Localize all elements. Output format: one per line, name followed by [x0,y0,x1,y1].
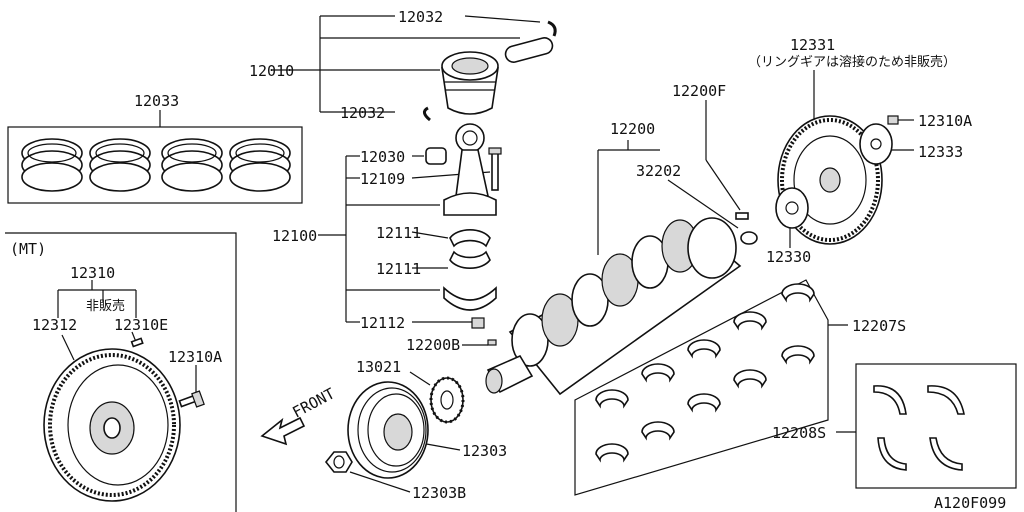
label-12032-bottom: 12032 [340,104,385,122]
label-12331-note: （リングギアは溶接のため非販売） [748,54,956,70]
label-12200B: 12200B [406,336,460,354]
label-not-for-sale: 非販売 [86,298,125,314]
conrod-bearing-12111-lower[interactable] [449,250,491,269]
label-12312: 12312 [32,316,77,334]
crank-sprocket-13021[interactable] [429,376,465,424]
mt-leader-lines [57,280,197,392]
main-bearing-set-12207S[interactable] [595,283,815,463]
label-12310: 12310 [70,264,115,282]
snap-ring-12032-bottom[interactable] [423,106,431,122]
label-12112: 12112 [360,314,405,332]
front-arrow [260,416,306,446]
label-12303: 12303 [462,442,507,460]
piston-ring-set-box [7,110,303,204]
snap-ring-12032-top[interactable] [547,20,557,37]
thrust-washer-box [836,363,1017,489]
label-12333: 12333 [918,143,963,161]
label-mt: (MT) [10,240,46,258]
label-12111-a: 12111 [376,224,421,242]
mt-flywheel-12312[interactable] [43,348,181,502]
thrust-washer-set-12208S[interactable] [873,385,965,471]
label-12310E: 12310E [114,316,168,334]
pulley-bolt-12303B[interactable] [324,451,353,473]
label-12111-b: 12111 [376,260,421,278]
label-12100: 12100 [272,227,317,245]
conrod-bushing-12030[interactable] [425,147,447,165]
label-12032-top: 12032 [398,8,443,26]
conrod-bolt-12109[interactable] [488,147,502,191]
piston-ring-set-12033[interactable] [21,138,291,192]
crankshaft-leader-lines [462,100,741,346]
label-12208S: 12208S [772,424,826,442]
label-12033: 12033 [134,92,179,110]
label-12010: 12010 [249,62,294,80]
label-12200F: 12200F [672,82,726,100]
diagram-id: A120F099 [934,494,1006,512]
bolt-12310A-top[interactable] [887,115,899,125]
label-32202: 32202 [636,162,681,180]
conrod-cap-12112[interactable] [443,286,497,329]
pilot-bushing-32202[interactable] [740,231,758,245]
spacer-12330[interactable] [775,187,809,229]
label-13021: 13021 [356,358,401,376]
label-12310A-top: 12310A [918,112,972,130]
label-front: FRONT [289,384,337,421]
label-12200: 12200 [610,120,655,138]
crankshaft-12200[interactable] [485,217,742,396]
crank-pulley-12303[interactable] [347,381,429,479]
label-12030: 12030 [360,148,405,166]
dowel-12200F[interactable] [735,212,749,220]
label-12109: 12109 [360,170,405,188]
piston-leader-lines [272,15,541,323]
piston-12010[interactable] [441,51,499,115]
label-12303B: 12303B [412,484,466,502]
label-12330: 12330 [766,248,811,266]
conrod-12100[interactable] [443,123,497,216]
label-12331: 12331 [790,36,835,54]
key-12200B[interactable] [487,339,497,346]
piston-pin-12030-top[interactable] [504,36,555,64]
reinforcement-plate-12333[interactable] [859,123,893,165]
main-bearing-box [574,279,848,496]
mt-dowel-12310E[interactable] [130,337,144,348]
label-12310A-mt: 12310A [168,348,222,366]
mt-flywheel-box [5,232,237,512]
label-12207S: 12207S [852,317,906,335]
conrod-bearing-12111-upper[interactable] [449,229,491,248]
mt-bolt-12310A[interactable] [178,390,205,408]
